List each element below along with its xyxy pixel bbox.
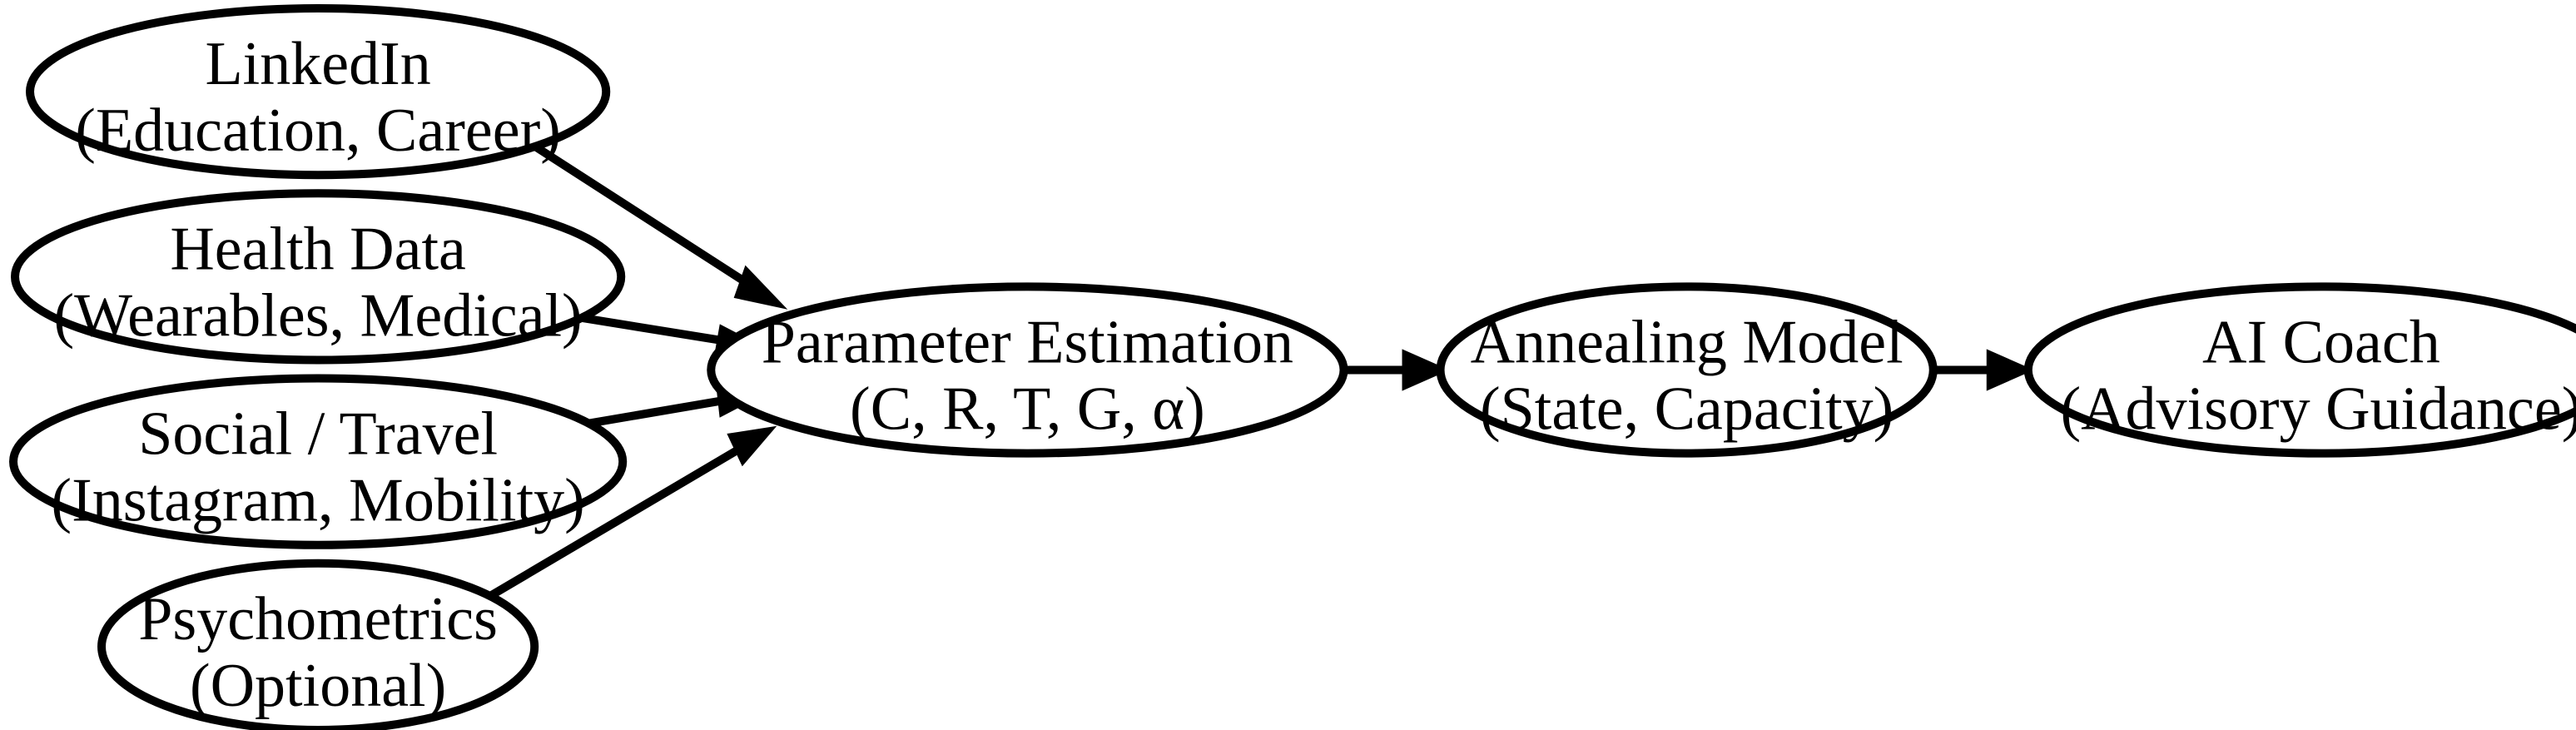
node-shape-ellipse[interactable] [2023, 282, 2576, 458]
edge-psychometrics-to-parameter [484, 425, 777, 603]
node-label-line1: LinkedIn [205, 30, 430, 98]
edge-annealing-to-aicoach [1934, 349, 2034, 391]
node-linkedin[interactable]: LinkedIn (Education, Career) [26, 4, 611, 180]
node-label-line1: AI Coach [2202, 308, 2440, 376]
node-psychometrics[interactable]: Psychometrics (Optional) [97, 559, 539, 730]
node-annealing-model[interactable]: Annealing Model (State, Capacity) [1436, 282, 1938, 458]
arrowhead-icon [1986, 349, 2034, 391]
node-shape-ellipse[interactable] [97, 559, 539, 730]
node-social-travel[interactable]: Social / Travel (Instagram, Mobility) [9, 374, 628, 549]
edge-linkedin-to-parameter [530, 141, 788, 310]
node-label-line1: Parameter Estimation [762, 308, 1293, 376]
node-label-line1: Social / Travel [138, 400, 498, 469]
edge-line [578, 395, 727, 430]
node-label-line2: (Instagram, Mobility) [51, 467, 584, 535]
node-shape-ellipse[interactable] [11, 189, 626, 365]
edge-parameter-to-annealing [1345, 349, 1450, 391]
node-label-line1: Annealing Model [1471, 308, 1903, 376]
node-shape-ellipse[interactable] [9, 374, 628, 549]
node-label-line1: Health Data [170, 215, 466, 283]
node-shape-ellipse[interactable] [26, 4, 611, 180]
node-label-line2: (Education, Career) [75, 97, 561, 165]
node-label-line2: (State, Capacity) [1480, 375, 1894, 444]
edge-line [530, 141, 756, 291]
node-parameter-estimation[interactable]: Parameter Estimation (C, R, T, G, α) [707, 282, 1348, 458]
arrowhead-icon [733, 265, 788, 310]
node-shape-ellipse[interactable] [707, 282, 1348, 458]
edge-line [484, 446, 740, 603]
node-label-line2: (Wearables, Medical) [54, 281, 583, 350]
arrowhead-icon [1402, 349, 1450, 391]
node-label-line2: (Advisory Guidance) [2060, 375, 2576, 444]
node-label-line2: (Optional) [190, 652, 446, 720]
edge-line [573, 312, 731, 346]
node-label-line1: Psychometrics [138, 585, 498, 653]
nodes-layer: LinkedIn (Education, Career) Health Data… [9, 4, 2576, 730]
node-ai-coach[interactable]: AI Coach (Advisory Guidance) [2023, 282, 2576, 458]
arrowhead-icon [727, 425, 777, 467]
node-label-line2: (C, R, T, G, α) [850, 375, 1205, 444]
node-health-data[interactable]: Health Data (Wearables, Medical) [11, 189, 626, 365]
node-shape-ellipse[interactable] [1436, 282, 1938, 458]
